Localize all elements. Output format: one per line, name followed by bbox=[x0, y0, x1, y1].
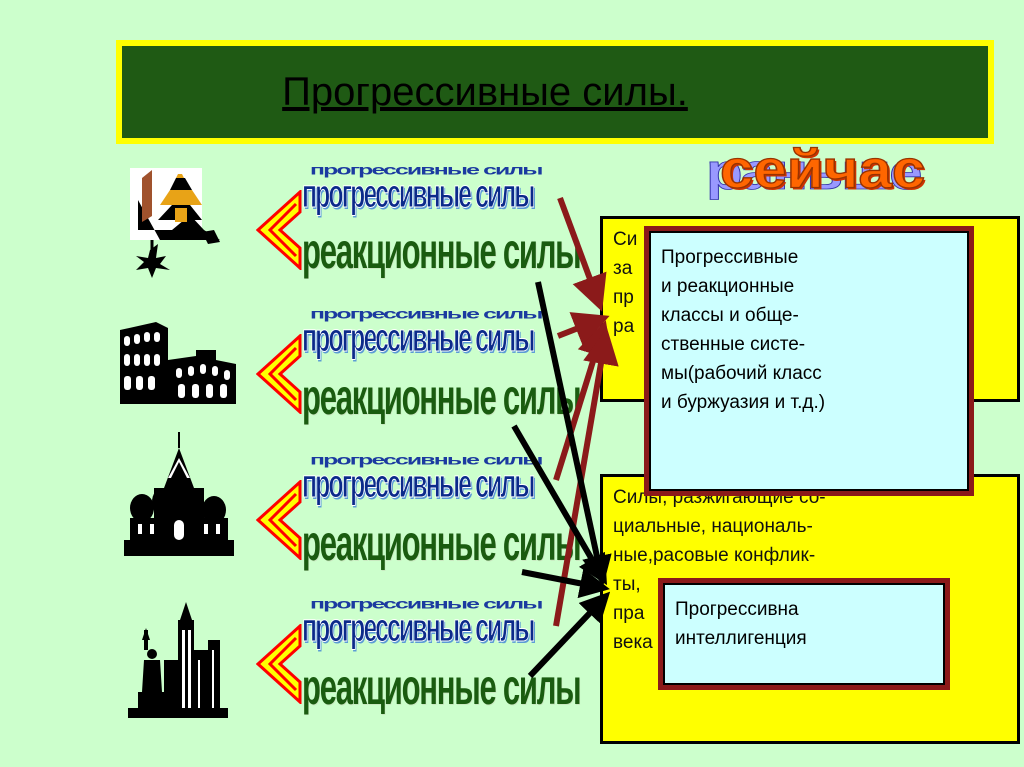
chevron-left-icon bbox=[256, 480, 302, 560]
colosseum-icon bbox=[120, 322, 236, 404]
reactionary-forces-label: реакционные силы bbox=[302, 515, 582, 571]
pagoda-icon bbox=[130, 168, 220, 278]
chevron-left-icon bbox=[256, 334, 302, 414]
bottom-cyan-line: интеллигенция bbox=[675, 628, 807, 649]
top-cyan-line: классы и обще- bbox=[661, 305, 799, 326]
progressive-forces-label: прогрессивные силы bbox=[302, 606, 536, 651]
page-title: Прогрессивные силы. bbox=[282, 69, 688, 114]
kremlin-cathedral-icon bbox=[124, 432, 234, 556]
bottom-yellow-line: пра bbox=[613, 603, 645, 624]
now-label: сейчас bbox=[719, 138, 926, 200]
top-cyan-line: Прогрессивные bbox=[661, 247, 799, 268]
top-cyan-line: мы(рабочий класс bbox=[661, 363, 822, 384]
top-yellow-line: пр bbox=[613, 287, 634, 308]
top-cyan-line: и реакционные bbox=[661, 276, 795, 297]
bottom-cyan-box: Прогрессивна интеллигенция bbox=[658, 578, 950, 690]
title-banner: Прогрессивные силы. bbox=[116, 40, 994, 144]
progressive-forces-shadow: прогрессивные силы bbox=[310, 306, 543, 322]
progressive-forces-shadow: прогрессивные силы bbox=[310, 162, 543, 178]
bottom-yellow-line: века bbox=[613, 632, 653, 653]
arrow-progressive-2 bbox=[556, 312, 610, 346]
top-yellow-line: за bbox=[613, 258, 633, 279]
progressive-forces-label: прогрессивные силы bbox=[302, 316, 536, 361]
now-label-shadow: раньше bbox=[706, 142, 924, 200]
arrow-reactionary-1 bbox=[535, 281, 612, 586]
arrow-reactionary-4 bbox=[527, 591, 611, 679]
bottom-yellow-line: циальные, националь- bbox=[613, 516, 813, 537]
reactionary-forces-label: реакционные силы bbox=[302, 369, 582, 425]
bottom-yellow-line: ные,расовые конфлик- bbox=[613, 545, 816, 566]
progressive-forces-shadow: прогрессивные силы bbox=[310, 452, 543, 468]
top-cyan-line: ственные систе- bbox=[661, 334, 806, 355]
reactionary-forces-label: реакционные силы bbox=[302, 223, 582, 279]
arrow-progressive-1 bbox=[557, 196, 607, 312]
arrow-reactionary-3 bbox=[521, 568, 610, 599]
top-yellow-line: Си bbox=[613, 229, 638, 250]
progressive-forces-label: прогрессивные силы bbox=[302, 462, 536, 507]
bottom-cyan-line: Прогрессивна bbox=[675, 599, 799, 620]
progressive-forces-shadow: прогрессивные силы bbox=[310, 596, 543, 612]
bottom-yellow-line: ты, bbox=[613, 574, 641, 595]
chevron-left-icon bbox=[256, 624, 302, 704]
top-cyan-box: Прогрессивные и реакционные классы и общ… bbox=[644, 226, 974, 496]
chevron-left-icon bbox=[256, 190, 302, 270]
top-cyan-line: и буржуазия и т.д.) bbox=[661, 392, 826, 413]
statue-of-liberty-skyline-icon bbox=[128, 602, 228, 718]
arrow-reactionary-2 bbox=[511, 424, 608, 586]
progressive-forces-label: прогрессивные силы bbox=[302, 172, 536, 217]
